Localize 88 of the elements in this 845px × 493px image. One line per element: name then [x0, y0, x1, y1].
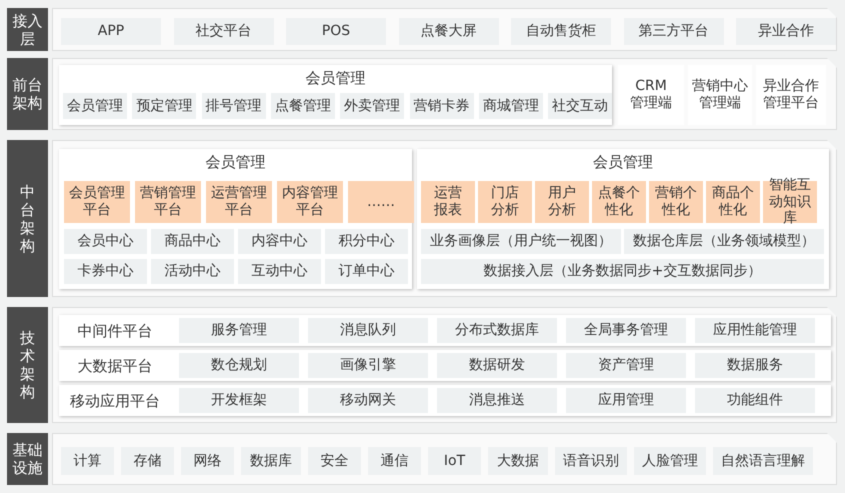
- platform-row: [59, 350, 831, 381]
- feature-box: 营销管理平台: [135, 181, 201, 223]
- module-box: 营销卡券: [410, 93, 474, 119]
- module-box: 社交互动: [548, 93, 612, 119]
- module-box: 异业合作: [736, 18, 836, 45]
- group-panel: [59, 65, 612, 125]
- module-box: 异业合作管理平台: [756, 65, 826, 125]
- module-box: 网络: [181, 447, 234, 475]
- module-box: 消息队列: [308, 318, 428, 343]
- module-box: 大数据: [488, 447, 548, 475]
- module-box: 活动中心: [151, 259, 234, 284]
- layer-label: 技术架构: [7, 307, 48, 423]
- module-box: 商品中心: [151, 229, 234, 254]
- feature-box: 内容管理平台: [277, 181, 343, 223]
- layer-band: [52, 8, 837, 51]
- module-box: 画像引擎: [308, 353, 428, 378]
- module-box: 服务管理: [179, 318, 299, 343]
- module-box: 外卖管理: [340, 93, 404, 119]
- row-label: 移动应用平台: [69, 390, 161, 412]
- module-box: 会员管理: [63, 93, 127, 119]
- layer-band: [52, 307, 837, 423]
- layer-label: 中台架构: [7, 140, 48, 297]
- module-box: 数据服务: [695, 353, 815, 378]
- module-box: 会员中心: [64, 229, 147, 254]
- module-box: 资产管理: [566, 353, 686, 378]
- module-box: 数据研发: [437, 353, 557, 378]
- feature-box: ……: [348, 181, 414, 223]
- module-box: POS: [286, 18, 386, 45]
- module-box: 业务画像层（用户统一视图）: [421, 229, 621, 254]
- module-box: 语音识别: [555, 447, 627, 475]
- module-box: 数据接入层（业务数据同步+交互数据同步）: [421, 259, 824, 284]
- module-box: 排号管理: [202, 93, 266, 119]
- feature-box: 点餐个性化: [592, 181, 646, 223]
- feature-box: 会员管理平台: [64, 181, 130, 223]
- module-box: 分布式数据库: [437, 318, 557, 343]
- layer-band: [52, 433, 837, 485]
- feature-box: 用户分析: [535, 181, 588, 223]
- module-box: 积分中心: [325, 229, 408, 254]
- row-label: 中间件平台: [76, 320, 154, 342]
- module-box: 数仓规划: [179, 353, 299, 378]
- module-box: 卡券中心: [64, 259, 147, 284]
- module-box: 功能组件: [695, 388, 815, 413]
- module-box: 互动中心: [238, 259, 321, 284]
- module-box: CRM管理端: [618, 65, 684, 125]
- module-box: 营销中心管理端: [688, 65, 752, 125]
- module-box: 点餐管理: [270, 93, 335, 119]
- platform-row: [59, 315, 831, 346]
- layer-label: 基础设施: [7, 433, 48, 485]
- module-box: 全局事务管理: [566, 318, 686, 343]
- feature-box: 商品个性化: [706, 181, 760, 223]
- layer-band: [52, 140, 837, 297]
- module-box: 社交平台: [174, 18, 274, 45]
- feature-box: 运营报表: [421, 181, 474, 223]
- module-box: 数据库: [241, 447, 301, 475]
- module-box: IoT: [428, 447, 481, 475]
- layer-band: [52, 58, 837, 130]
- module-box: 移动网关: [308, 388, 428, 413]
- module-box: 开发框架: [179, 388, 299, 413]
- panel-heading: 会员管理: [592, 153, 654, 171]
- group-panel: [417, 149, 829, 289]
- module-box: APP: [61, 18, 161, 45]
- module-box: 人脸管理: [634, 447, 706, 475]
- module-box: 存储: [121, 447, 174, 475]
- module-box: 应用性能管理: [695, 318, 815, 343]
- module-box: 计算: [61, 447, 114, 475]
- module-box: 订单中心: [325, 259, 408, 284]
- group-panel: [59, 149, 412, 289]
- feature-box: 营销个性化: [649, 181, 702, 223]
- row-label: 大数据平台: [76, 356, 154, 376]
- panel-heading: 会员管理: [304, 69, 366, 87]
- panel-heading: 会员管理: [204, 153, 266, 171]
- module-box: 商城管理: [478, 93, 543, 119]
- module-box: 内容中心: [238, 229, 321, 254]
- layer-label: 前台架构: [7, 58, 48, 130]
- module-box: 通信: [368, 447, 421, 475]
- module-box: 点餐大屏: [398, 18, 498, 45]
- platform-row: [59, 385, 831, 416]
- module-box: 自然语言理解: [713, 447, 813, 475]
- module-box: 安全: [308, 447, 361, 475]
- module-box: 自动售货柜: [511, 18, 611, 45]
- feature-box: 门店分析: [478, 181, 532, 223]
- layer-label: 接入层: [7, 8, 48, 51]
- module-box: 第三方平台: [624, 18, 724, 45]
- module-box: 预定管理: [132, 93, 196, 119]
- module-box: 应用管理: [566, 388, 686, 413]
- module-box: 消息推送: [437, 388, 557, 413]
- module-box: 数据仓库层（业务领域模型）: [624, 229, 824, 254]
- feature-box: 运营管理平台: [206, 181, 272, 223]
